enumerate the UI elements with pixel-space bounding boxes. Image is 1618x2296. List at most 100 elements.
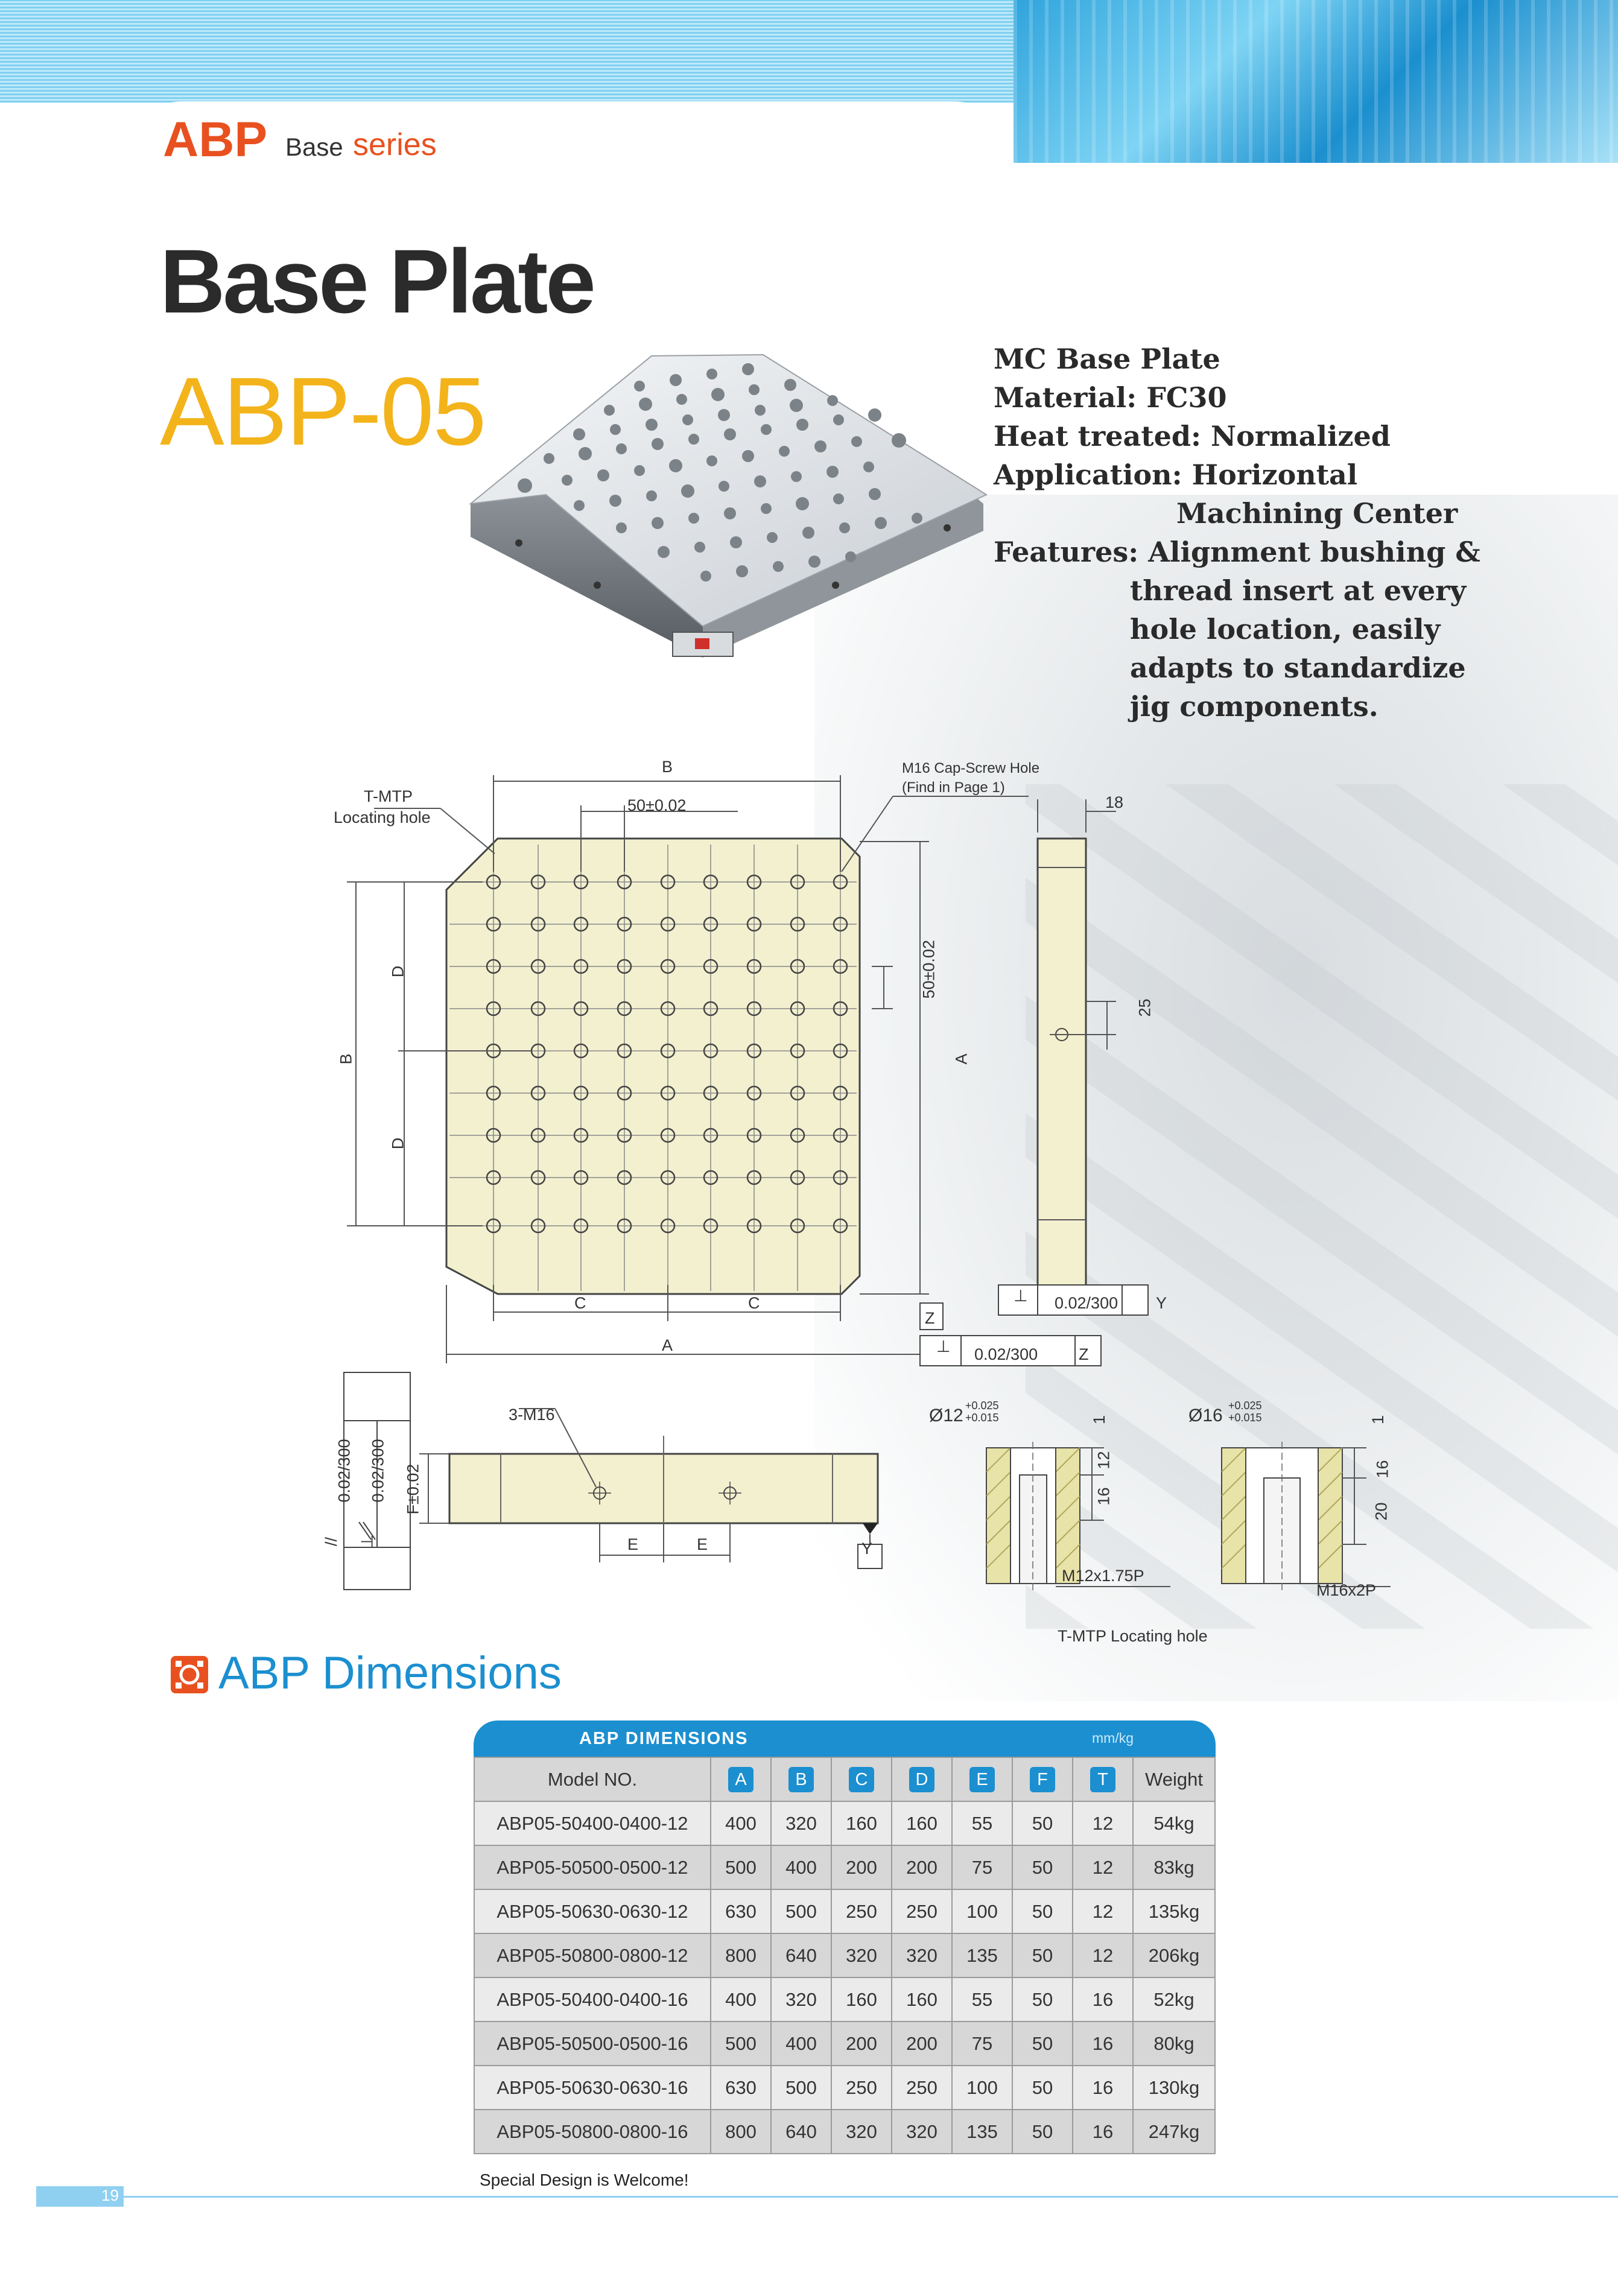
cell-c: 160: [831, 1801, 892, 1846]
label-d16-lower: +0.015: [1228, 1412, 1262, 1424]
cell-model: ABP05-50500-0500-16: [474, 2021, 711, 2066]
spec-line-1: MC Base Plate: [994, 343, 1220, 375]
dim-e-left: E: [627, 1535, 639, 1553]
dim-c-right: C: [748, 1294, 760, 1312]
cell-t: 12: [1072, 1845, 1134, 1890]
cell-weight: 206kg: [1132, 1933, 1216, 1978]
cell-d: 320: [891, 1933, 953, 1978]
table-title: ABP DIMENSIONS: [579, 1729, 749, 1748]
tolerance-ref-z: Z: [1079, 1345, 1089, 1363]
header-photo-texture: [1014, 0, 1618, 163]
label-3-m16: 3-M16: [509, 1406, 555, 1424]
datum-y: Y: [861, 1540, 873, 1558]
tolerance-ref-y: Y: [1156, 1294, 1167, 1312]
cell-model: ABP05-50500-0500-12: [474, 1845, 711, 1890]
plan-view-drawing: [347, 775, 1149, 1366]
perp-symbol-z: ⊥: [936, 1337, 951, 1356]
spec-line-4: Application: Horizontal: [994, 458, 1358, 491]
label-d12-lower: +0.015: [965, 1412, 999, 1424]
cell-d: 250: [891, 1889, 953, 1934]
cell-c: 250: [831, 2065, 892, 2110]
cell-f: 50: [1012, 1889, 1073, 1934]
cell-model: ABP05-50400-0400-12: [474, 1801, 711, 1846]
cell-model: ABP05-50800-0800-12: [474, 1933, 711, 1978]
section-title: ABP Dimensions: [218, 1647, 562, 1699]
spec-line-9: adapts to standardize: [1130, 652, 1466, 684]
cell-f: 50: [1012, 1933, 1073, 1978]
cell-weight: 135kg: [1132, 1889, 1216, 1934]
cell-t: 16: [1072, 1977, 1134, 2022]
cell-f: 50: [1012, 2021, 1073, 2066]
cell-c: 200: [831, 2021, 892, 2066]
label-d16: Ø16: [1188, 1406, 1223, 1425]
dim-a-side: A: [952, 1053, 971, 1065]
footnote: Special Design is Welcome!: [480, 2171, 689, 2189]
dim-d16-20: 20: [1372, 1502, 1391, 1521]
cell-c: 320: [831, 2109, 892, 2154]
cell-e: 75: [951, 1845, 1013, 1890]
dim-d16-16: 16: [1373, 1460, 1392, 1479]
dim-thickness: 18: [1105, 793, 1124, 811]
dim-pitch-vertical: 50±0.02: [919, 940, 938, 999]
cell-model: ABP05-50400-0400-16: [474, 1977, 711, 2022]
page-title: Base Plate: [160, 230, 596, 332]
cell-d: 320: [891, 2109, 953, 2154]
tolerance-perpendicular: 0.02/300: [369, 1439, 387, 1503]
cell-c: 200: [831, 1845, 892, 1890]
label-m16-2: (Find in Page 1): [902, 779, 1005, 796]
spec-line-6: Features: Alignment bushing &: [994, 536, 1480, 568]
cell-c: 250: [831, 1889, 892, 1934]
dimensions-table: Model NO. A B C D E F T Weight ABP05-504…: [474, 1757, 1216, 2154]
dim-d-lower: D: [389, 1137, 407, 1150]
table-header-bar: [474, 1720, 1216, 1757]
tolerance-perp-y: 0.02/300: [1055, 1294, 1118, 1312]
cell-e: 100: [951, 2065, 1013, 2110]
cell-a: 630: [710, 2065, 772, 2110]
cell-model: ABP05-50800-0800-16: [474, 2109, 711, 2154]
cell-e: 55: [951, 1801, 1013, 1846]
col-model: Model NO.: [474, 1757, 711, 1802]
dim-one-a: 1: [1090, 1415, 1109, 1425]
brand-abp: ABP: [163, 112, 268, 167]
cell-a: 800: [710, 2109, 772, 2154]
header-photo: [1014, 0, 1618, 163]
cell-d: 160: [891, 1801, 953, 1846]
section-icon: [171, 1656, 208, 1693]
cell-a: 630: [710, 1889, 772, 1934]
model-name: ABP-05: [160, 357, 486, 465]
cell-f: 50: [1012, 2109, 1073, 2154]
cell-t: 12: [1072, 1933, 1134, 1978]
header-tab: [139, 101, 1014, 168]
dim-b-top: B: [662, 758, 673, 776]
cell-t: 12: [1072, 1889, 1134, 1934]
cell-model: ABP05-50630-0630-16: [474, 2065, 711, 2110]
col-weight: Weight: [1132, 1757, 1216, 1802]
footer-line: [124, 2196, 1618, 2198]
cell-d: 250: [891, 2065, 953, 2110]
dim-f-tolerance: F±0.02: [404, 1464, 422, 1515]
cell-f: 50: [1012, 2065, 1073, 2110]
cell-b: 640: [770, 1933, 832, 1978]
cell-a: 500: [710, 2021, 772, 2066]
dim-side-25: 25: [1135, 998, 1154, 1017]
label-d12: Ø12: [929, 1406, 963, 1425]
cell-a: 400: [710, 1977, 772, 2022]
brand-base: Base: [285, 133, 343, 161]
cell-weight: 52kg: [1132, 1977, 1216, 2022]
cell-f: 50: [1012, 1801, 1073, 1846]
cell-f: 50: [1012, 1845, 1073, 1890]
cell-a: 500: [710, 1845, 772, 1890]
cell-b: 640: [770, 2109, 832, 2154]
cell-d: 200: [891, 2021, 953, 2066]
perp-symbol-side: ⊥: [358, 1534, 376, 1549]
dim-e-right: E: [697, 1535, 708, 1553]
dim-b-left: B: [337, 1053, 355, 1065]
label-m16-1: M16 Cap-Screw Hole: [902, 760, 1040, 776]
cell-b: 500: [770, 2065, 832, 2110]
